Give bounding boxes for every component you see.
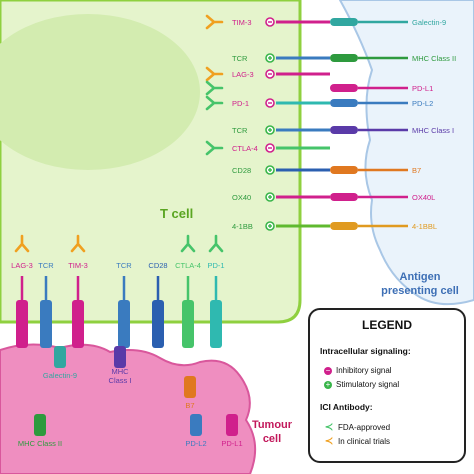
antibody-icon-r0-shape bbox=[205, 14, 224, 30]
antibody-icon-b2 bbox=[70, 234, 86, 253]
right-ligand-label-8: OX40L bbox=[412, 193, 435, 202]
bottom-receptor-label-4: CD28 bbox=[148, 261, 167, 270]
bottom-ligand-block-4 bbox=[190, 414, 202, 436]
right-ligand-label-9: 4-1BBL bbox=[412, 222, 437, 231]
right-tcell-label-8: OX40 bbox=[232, 193, 251, 202]
apc-label-line1: Antigen bbox=[400, 271, 441, 283]
right-ligand-block-1 bbox=[330, 54, 358, 62]
right-ligand-label-3: PD-L1 bbox=[412, 84, 433, 93]
bottom-ligand-label-2-b: Class I bbox=[109, 376, 132, 385]
bottom-receptor-block-3 bbox=[118, 300, 130, 348]
bottom-ligand-block-2 bbox=[114, 346, 126, 368]
antibody-icon-b6-shape bbox=[208, 234, 224, 253]
antibody-icon-r2-shape bbox=[205, 66, 224, 82]
legend-stimulatory-label: Stimulatory signal bbox=[336, 380, 400, 389]
bottom-ligand-block-3 bbox=[184, 376, 196, 398]
legend-fda-item: ≺ FDA-approved bbox=[324, 422, 390, 433]
bottom-ligand-block-1 bbox=[34, 414, 46, 436]
bottom-ligand-label-1: MHC Class II bbox=[18, 439, 62, 448]
minus-circle-icon: − bbox=[324, 365, 332, 375]
bottom-receptor-group: LAG-3 TCR TIM-3 TCR CD28 CTLA-4 PD-1Galectin-9… bbox=[11, 234, 243, 448]
bottom-receptor-block-5 bbox=[182, 300, 194, 348]
tumour-membrane bbox=[0, 343, 257, 474]
antibody-icon-green: ≺ bbox=[324, 422, 334, 433]
right-ligand-label-7: B7 bbox=[412, 166, 421, 175]
bottom-receptor-label-3: TCR bbox=[116, 261, 132, 270]
right-ligand-label-5: MHC Class I bbox=[412, 126, 454, 135]
bottom-receptor-block-2 bbox=[72, 300, 84, 348]
bottom-receptor-label-0: LAG-3 bbox=[11, 261, 33, 270]
bottom-receptor-block-4 bbox=[152, 300, 164, 348]
right-tcell-label-5: TCR bbox=[232, 126, 248, 135]
antibody-icon-b2-shape bbox=[70, 234, 86, 253]
right-tcell-label-4: PD-1 bbox=[232, 99, 249, 108]
antibody-icon-b5-shape bbox=[180, 234, 196, 253]
antibody-icon-r3-shape bbox=[205, 80, 224, 96]
tumour-label-line1: Tumour bbox=[252, 419, 293, 431]
plus-circle-icon: + bbox=[324, 379, 332, 389]
apc-label-line2: presenting cell bbox=[381, 285, 459, 297]
bottom-ligand-block-0 bbox=[54, 346, 66, 368]
antibody-icon-b0-shape bbox=[14, 234, 30, 253]
bottom-receptor-block-0 bbox=[16, 300, 28, 348]
bottom-ligand-label-0: Galectin-9 bbox=[43, 371, 77, 380]
antibody-icon-b0 bbox=[14, 234, 30, 253]
legend-section-antibody: ICI Antibody: bbox=[320, 402, 373, 412]
right-ligand-label-1: MHC Class II bbox=[412, 54, 456, 63]
bottom-receptor-block-6 bbox=[210, 300, 222, 348]
right-ligand-block-3 bbox=[330, 84, 358, 92]
right-tcell-label-9: 4-1BB bbox=[232, 222, 253, 231]
legend-inhibitory-label: Inhibitory signal bbox=[336, 366, 392, 375]
antibody-icon-r6-shape bbox=[205, 140, 224, 156]
legend-panel: LEGEND Intracellular signaling: − Inhibi… bbox=[308, 308, 466, 463]
right-ligand-label-4: PD-L2 bbox=[412, 99, 433, 108]
bottom-receptor-label-5: CTLA-4 bbox=[175, 261, 201, 270]
bottom-receptor-label-6: PD-1 bbox=[207, 261, 224, 270]
bottom-receptor-label-1: TCR bbox=[38, 261, 54, 270]
antibody-icon-r0 bbox=[205, 14, 224, 30]
legend-inhibitory-item: − Inhibitory signal bbox=[324, 366, 392, 375]
bottom-ligand-label-4: PD-L2 bbox=[185, 439, 206, 448]
antibody-icon-r4-shape bbox=[205, 95, 224, 111]
right-tcell-label-1: TCR bbox=[232, 54, 248, 63]
antibody-icon-r4 bbox=[205, 95, 224, 111]
right-tcell-label-6: CTLA-4 bbox=[232, 144, 258, 153]
antibody-icon-b5 bbox=[180, 234, 196, 253]
legend-trials-label: In clinical trials bbox=[338, 437, 391, 446]
right-ligand-block-5 bbox=[330, 126, 358, 134]
t-cell-label: T cell bbox=[160, 206, 193, 221]
bottom-ligand-block-5 bbox=[226, 414, 238, 436]
right-ligand-block-7 bbox=[330, 166, 358, 174]
tumour-label-line2: cell bbox=[263, 433, 281, 445]
antibody-icon-orange: ≺ bbox=[324, 436, 334, 447]
antibody-icon-r3 bbox=[205, 80, 224, 96]
apc-membrane bbox=[338, 0, 474, 306]
right-tcell-label-0: TIM-3 bbox=[232, 18, 252, 27]
bottom-ligand-label-3: B7 bbox=[185, 401, 194, 410]
right-ligand-block-8 bbox=[330, 193, 358, 201]
antibody-icon-b6 bbox=[208, 234, 224, 253]
right-ligand-label-0: Galectin-9 bbox=[412, 18, 446, 27]
right-tcell-label-2: LAG-3 bbox=[232, 70, 254, 79]
bottom-ligand-label-5: PD-L1 bbox=[221, 439, 242, 448]
right-tcell-label-7: CD28 bbox=[232, 166, 251, 175]
right-ligand-block-4 bbox=[330, 99, 358, 107]
antibody-icon-r6 bbox=[205, 140, 224, 156]
legend-fda-label: FDA-approved bbox=[338, 423, 391, 432]
legend-section-signaling: Intracellular signaling: bbox=[320, 346, 411, 356]
legend-trials-item: ≺ In clinical trials bbox=[324, 436, 390, 447]
legend-title: LEGEND bbox=[361, 318, 412, 332]
bottom-ligand-label-2-a: MHC bbox=[111, 367, 129, 376]
t-cell-nucleus bbox=[0, 14, 200, 170]
antibody-icon-r2 bbox=[205, 66, 224, 82]
legend-stimulatory-item: + Stimulatory signal bbox=[324, 380, 399, 389]
bottom-receptor-label-2: TIM-3 bbox=[68, 261, 88, 270]
right-ligand-block-0 bbox=[330, 18, 358, 26]
bottom-receptor-block-1 bbox=[40, 300, 52, 348]
right-ligand-block-9 bbox=[330, 222, 358, 230]
